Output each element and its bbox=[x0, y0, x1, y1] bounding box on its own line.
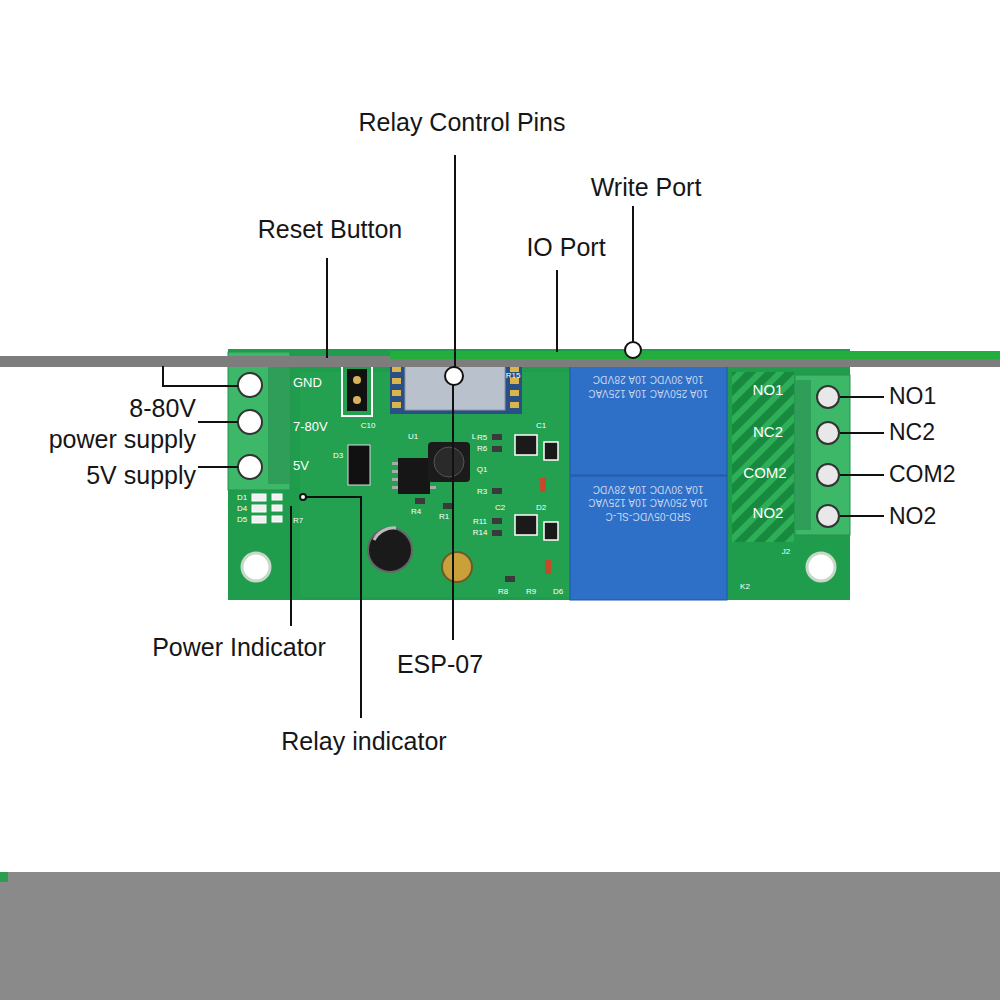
silkscreen-label: Q1 bbox=[477, 466, 488, 475]
image-band bbox=[390, 351, 1000, 359]
terminal-block bbox=[268, 360, 290, 484]
image-band bbox=[0, 872, 8, 882]
terminal-screw bbox=[238, 373, 262, 479]
callout-label: NC2 bbox=[889, 420, 935, 445]
callout-label: 5V supply bbox=[86, 462, 196, 490]
silkscreen-label: D3 bbox=[333, 452, 343, 461]
silkscreen-label: D6 bbox=[553, 588, 563, 597]
silkscreen-label: R14 bbox=[473, 529, 488, 538]
silkscreen-label: C10 bbox=[361, 422, 376, 431]
silkscreen-label: R8 bbox=[498, 588, 508, 597]
callout-label: 8-80V bbox=[129, 395, 196, 423]
relay-text-group: SRD-05VDC-SL-C10A 250VAC 10A 125VAC10A 3… bbox=[588, 482, 708, 523]
silkscreen-label: NO1 bbox=[753, 382, 784, 399]
ic-chip bbox=[398, 458, 430, 494]
silkscreen-label: R9 bbox=[526, 588, 536, 597]
inductor bbox=[428, 442, 470, 482]
silkscreen-label: R4 bbox=[411, 508, 421, 517]
image-band bbox=[0, 872, 1000, 1000]
silkscreen-label: NO2 bbox=[753, 505, 784, 522]
silkscreen-label: NC2 bbox=[753, 424, 783, 441]
silkscreen-label: K2 bbox=[740, 583, 750, 592]
callout-label: IO Port bbox=[526, 234, 605, 262]
relay-marking: 10A 30VDC 10A 28VDC bbox=[593, 482, 704, 496]
relay-text-group: 10A 250VAC 10A 125VAC10A 30VDC 10A 28VDC bbox=[588, 373, 708, 400]
header-pin bbox=[353, 376, 361, 404]
callout-label: NO2 bbox=[889, 504, 936, 529]
silkscreen-label: COM2 bbox=[743, 465, 786, 482]
silkscreen-label: D4 bbox=[237, 505, 247, 514]
silkscreen-label: D5 bbox=[237, 516, 247, 525]
electrolytic-capacitor bbox=[374, 528, 396, 540]
electrolytic-capacitor bbox=[368, 528, 412, 572]
module-pad bbox=[392, 366, 519, 408]
callout-label: power supply bbox=[49, 426, 196, 454]
silkscreen-label: D1 bbox=[237, 494, 247, 503]
callout-label: Relay Control Pins bbox=[358, 109, 565, 137]
silkscreen-label: C1 bbox=[536, 422, 546, 431]
terminal-block bbox=[795, 375, 850, 535]
silkscreen-label: L bbox=[472, 433, 476, 442]
smd-resistor bbox=[415, 434, 515, 582]
callout-label: ESP-07 bbox=[397, 651, 483, 679]
esp07-shield bbox=[405, 362, 505, 410]
terminal-screw bbox=[817, 386, 839, 527]
pcb-board bbox=[228, 349, 850, 600]
relay-marking: 10A 250VAC 10A 125VAC bbox=[588, 496, 708, 510]
silkscreen-label: GND bbox=[293, 376, 322, 390]
silkscreen-label: 5V bbox=[293, 459, 309, 473]
silkscreen-label: R15 bbox=[506, 372, 521, 381]
diode bbox=[540, 478, 551, 574]
diode bbox=[348, 445, 370, 485]
transistor bbox=[515, 435, 558, 540]
relay-label-area: 10A 250VAC 10A 125VAC10A 30VDC 10A 28VDC bbox=[570, 367, 727, 475]
relay-marking: SRD-05VDC-SL-C bbox=[606, 509, 692, 523]
silkscreen-label: U1 bbox=[408, 433, 418, 442]
silkscreen-label: R6 bbox=[477, 445, 487, 454]
silkscreen-label: 7-80V bbox=[293, 420, 328, 434]
relay-body bbox=[570, 362, 727, 475]
silkscreen-label: R1 bbox=[439, 513, 449, 522]
terminal-block bbox=[795, 380, 811, 530]
callout-label: Power Indicator bbox=[152, 634, 326, 662]
callout-label: Relay indicator bbox=[281, 728, 446, 756]
inductor bbox=[434, 447, 464, 477]
relay-label-area: SRD-05VDC-SL-C10A 250VAC 10A 125VAC10A 3… bbox=[570, 476, 727, 600]
callout-label: Reset Button bbox=[258, 216, 403, 244]
relay-body bbox=[570, 476, 727, 600]
silkscreen-label: R5 bbox=[477, 434, 487, 443]
silkscreen-label: R11 bbox=[473, 518, 487, 527]
pin-header bbox=[342, 364, 372, 416]
callout-label: Write Port bbox=[591, 174, 702, 202]
silkscreen-label: D2 bbox=[536, 504, 546, 513]
callout-label: NO1 bbox=[889, 384, 936, 409]
callout-dot bbox=[300, 342, 641, 500]
relay-marking: 10A 30VDC 10A 28VDC bbox=[593, 373, 704, 387]
capacitor bbox=[442, 552, 472, 582]
callout-label: COM2 bbox=[889, 462, 955, 487]
trace-area bbox=[732, 372, 794, 542]
silkscreen-label: J2 bbox=[782, 548, 790, 557]
pin-header bbox=[347, 369, 367, 411]
silkscreen-label: R3 bbox=[477, 488, 487, 497]
silkscreen-label: C2 bbox=[495, 504, 505, 513]
esp07-module bbox=[390, 360, 522, 414]
silkscreen-label: R7 bbox=[293, 517, 303, 526]
led bbox=[252, 494, 282, 523]
mounting-hole bbox=[242, 553, 835, 581]
relay-marking: 10A 250VAC 10A 125VAC bbox=[588, 387, 708, 401]
